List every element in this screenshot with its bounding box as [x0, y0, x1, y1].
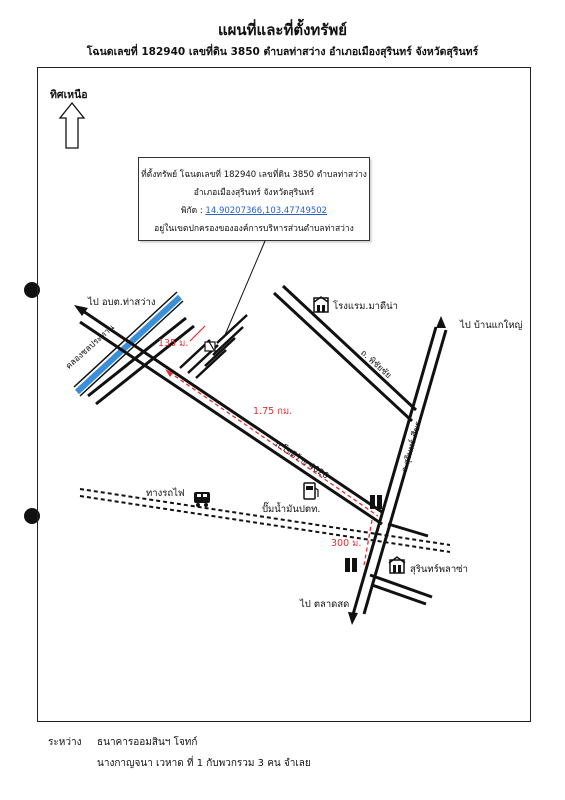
footer-between-label: ระหว่าง — [48, 737, 82, 748]
label-dist-135: 135 ม. — [158, 338, 189, 349]
footer-bank: ธนาคารออมสินฯ โจทก์ — [97, 737, 198, 748]
page-title: แผนที่และที่ตั้งทรัพย์ — [217, 21, 348, 39]
callout-line-4: อยู่ในเขตปกครองขององค์การบริหารส่วนตำบลท… — [154, 224, 354, 234]
label-dist-300: 300 ม. — [331, 538, 362, 549]
property-marker-icon — [204, 339, 216, 352]
gas-station-icon — [303, 482, 319, 500]
callout-coord-label: พิกัด : — [180, 206, 206, 216]
north-arrow-icon — [58, 101, 86, 149]
callout-coord-line: พิกัด : 14.90207366,103.47749502 — [139, 203, 369, 217]
label-dist-175: 1.75 กม. — [253, 406, 293, 417]
road-4026 — [74, 305, 383, 526]
page-subtitle: โฉนดเลขที่ 182940 เลขที่ดิน 3850 ตำบลท่า… — [86, 46, 479, 58]
footer-defendant: นางกาญจนา เวหาด ที่ 1 กับพวกรวม 3 คน จำเ… — [97, 758, 311, 769]
callout-leader — [224, 240, 266, 336]
label-to-market: ไป ตลาดสด — [300, 599, 350, 610]
label-gas: ปั๊มน้ำมันปตท. — [262, 504, 321, 515]
hotel-icon — [313, 296, 329, 313]
callout-coord-link[interactable]: 14.90207366,103.47749502 — [205, 206, 328, 216]
road-soi — [272, 284, 418, 423]
property-callout: ที่ตั้งทรัพย์ โฉนดเลขที่ 182940 เลขที่ดิ… — [138, 157, 370, 241]
railway — [79, 488, 451, 553]
route-path — [165, 325, 379, 566]
callout-line-2: อำเภอเมืองสุรินทร์ จังหวัดสุรินทร์ — [193, 188, 315, 198]
callout-line-1: ที่ตั้งทรัพย์ โฉนดเลขที่ 182940 เลขที่ดิ… — [141, 170, 367, 180]
plaza-icon — [388, 556, 406, 574]
label-railway: ทางรถไฟ — [146, 488, 185, 499]
property-parcels — [179, 314, 248, 379]
train-icon — [194, 492, 210, 507]
road-secondary — [369, 522, 433, 606]
road-main — [348, 316, 448, 625]
traffic-light-icon — [345, 495, 382, 572]
map-frame — [37, 67, 531, 722]
north-label: ทิศเหนือ — [50, 89, 88, 101]
label-plaza: สุรินทร์พลาซ่า — [410, 564, 468, 575]
punch-hole-bottom — [24, 508, 40, 524]
punch-hole-top — [24, 282, 40, 298]
label-to-obt: ไป อบต.ท่าสว่าง — [88, 297, 156, 308]
label-hotel: โรงแรม.มาดีน่า — [333, 301, 398, 312]
label-to-ban: ไป บ้านแกใหญ่ — [460, 320, 523, 331]
